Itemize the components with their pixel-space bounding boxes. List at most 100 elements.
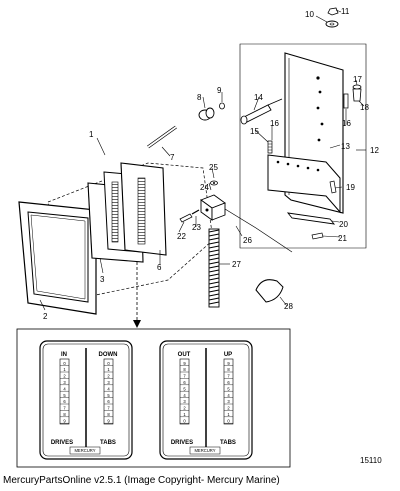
pointer-rod bbox=[147, 125, 177, 149]
screw-15-16 bbox=[267, 140, 273, 154]
callout-22: 22 bbox=[177, 232, 186, 241]
gauge-left-scale-b-numeral: 5 bbox=[107, 393, 110, 398]
gauge-left-scale-a-numeral: 5 bbox=[63, 393, 66, 398]
gauge-right-scale-b-numeral: 0 bbox=[227, 418, 230, 423]
gauge-right-footer-left: DRIVES bbox=[171, 440, 193, 446]
gauge-right-scale-b-numeral: 7 bbox=[227, 374, 230, 379]
gauge-right-scale-b-numeral: 4 bbox=[227, 393, 230, 398]
gauge-right-header-right: UP bbox=[224, 352, 232, 358]
gauge-left-scale-b-numeral: 8 bbox=[107, 412, 110, 417]
gauge-left-scale-b-numeral: 7 bbox=[107, 406, 110, 411]
gauge-right-scale-a-numeral: 6 bbox=[183, 380, 186, 385]
screw-19 bbox=[329, 180, 337, 194]
callout-7: 7 bbox=[170, 153, 175, 162]
gauge-right-footer-right: TABS bbox=[220, 440, 236, 446]
gauge-right-scale-a-numeral: 0 bbox=[183, 418, 186, 423]
mounting-bracket bbox=[267, 52, 344, 214]
callout-19: 19 bbox=[346, 183, 355, 192]
gauge-right-scale-a-numeral: 9 bbox=[183, 361, 186, 366]
gauge-right-brand: MERCURY bbox=[194, 448, 215, 453]
callout-26: 26 bbox=[243, 236, 252, 245]
gauge-left-brand: MERCURY bbox=[74, 448, 95, 453]
gauge-right-scale-a-numeral: 3 bbox=[183, 399, 186, 404]
callout-16b: 16 bbox=[342, 119, 351, 128]
callout-17: 17 bbox=[353, 75, 362, 84]
callout-20: 20 bbox=[339, 220, 348, 229]
sender-bolt bbox=[240, 98, 283, 125]
plug-fitting bbox=[198, 107, 215, 121]
callout-12: 12 bbox=[370, 146, 379, 155]
gauge-right-scale-b-numeral: 6 bbox=[227, 380, 230, 385]
gauge-left-scale-b-numeral: 4 bbox=[107, 386, 110, 391]
callout-24: 24 bbox=[200, 183, 209, 192]
gauge-left-scale-b-numeral: 9 bbox=[107, 418, 110, 423]
gauge-left-scale-a-numeral: 8 bbox=[63, 412, 66, 417]
callout-3: 3 bbox=[100, 275, 105, 284]
spring bbox=[208, 228, 220, 308]
screw-17-18 bbox=[352, 84, 362, 102]
gauge-left-scale-a-numeral: 1 bbox=[63, 367, 66, 372]
gauge-right-scale-a-numeral: 4 bbox=[183, 393, 186, 398]
gauge-left-footer-right: TABS bbox=[100, 440, 116, 446]
gauge-right-scale-a-numeral: 8 bbox=[183, 367, 186, 372]
callout-28: 28 bbox=[284, 302, 293, 311]
callout-2: 2 bbox=[43, 312, 48, 321]
bezel-frame bbox=[18, 201, 97, 315]
callout-23: 23 bbox=[192, 223, 201, 232]
gauge-left-scale-a-numeral: 0 bbox=[63, 361, 66, 366]
callout-25: 25 bbox=[209, 163, 218, 172]
gauge-body bbox=[120, 162, 167, 256]
callout-9: 9 bbox=[217, 86, 222, 95]
gauge-left-scale-a-numeral: 6 bbox=[63, 399, 66, 404]
callout-14: 14 bbox=[254, 93, 263, 102]
footer-caption: MercuryPartsOnline v2.5.1 (Image Copyrig… bbox=[3, 475, 280, 486]
gauge-right-header-left: OUT bbox=[178, 352, 191, 358]
gauge-left-header-left: IN bbox=[61, 352, 67, 358]
gauge-left-scale-b-numeral: 0 bbox=[107, 361, 110, 366]
gauge-left-scale-a-numeral: 2 bbox=[63, 374, 66, 379]
gauge-right-scale-b-numeral: 8 bbox=[227, 367, 230, 372]
callout-16a: 16 bbox=[270, 119, 279, 128]
washer-and-nut bbox=[325, 7, 339, 28]
gauge-left-header-right: DOWN bbox=[99, 352, 118, 358]
callout-18: 18 bbox=[360, 103, 369, 112]
gauge-right-scale-a-numeral: 2 bbox=[183, 406, 186, 411]
gauge-left-scale-b-numeral: 2 bbox=[107, 374, 110, 379]
callout-6: 6 bbox=[157, 263, 162, 272]
screw-16-right bbox=[343, 93, 349, 109]
gauge-right-scale-b-numeral: 1 bbox=[227, 412, 230, 417]
gauge-left-scale-a-numeral: 4 bbox=[63, 386, 66, 391]
gauge-left-scale-b-numeral: 1 bbox=[107, 367, 110, 372]
gauge-right-scale-b-numeral: 3 bbox=[227, 399, 230, 404]
small-washer bbox=[219, 102, 225, 110]
gauge-right-scale-a: 98 765 43 210 bbox=[180, 361, 189, 424]
cable bbox=[224, 208, 293, 253]
gauge-right-scale-a-numeral: 7 bbox=[183, 374, 186, 379]
bracket-group-outline bbox=[239, 43, 367, 249]
protective-cap bbox=[255, 279, 284, 303]
callout-11: 11 bbox=[341, 7, 350, 16]
gauge-left-scale-a-numeral: 3 bbox=[63, 380, 66, 385]
callout-15: 15 bbox=[250, 127, 259, 136]
gauge-right-scale-a-numeral: 1 bbox=[183, 412, 186, 417]
figure-number: 15110 bbox=[360, 456, 382, 465]
clamp-strip bbox=[286, 212, 336, 225]
callout-1: 1 bbox=[89, 130, 94, 139]
pointer-arrow-head bbox=[133, 320, 141, 328]
set-screw-25 bbox=[210, 180, 218, 186]
callout-21: 21 bbox=[338, 234, 347, 243]
gauge-right-scale-b-numeral: 2 bbox=[227, 406, 230, 411]
gauge-right-scale-b-numeral: 9 bbox=[227, 361, 230, 366]
callout-27: 27 bbox=[232, 260, 241, 269]
gauge-left-scale-a-numeral: 9 bbox=[63, 418, 66, 423]
pin-22-23 bbox=[179, 209, 200, 223]
gauge-left-scale-b-numeral: 6 bbox=[107, 399, 110, 404]
gauge-right-scale-a-numeral: 5 bbox=[183, 386, 186, 391]
gauge-left-scale-a-numeral: 7 bbox=[63, 406, 66, 411]
callout-labels: 1 2 3 4 5 6 7 8 9 10 11 12 13 14 15 16 1… bbox=[43, 7, 379, 397]
